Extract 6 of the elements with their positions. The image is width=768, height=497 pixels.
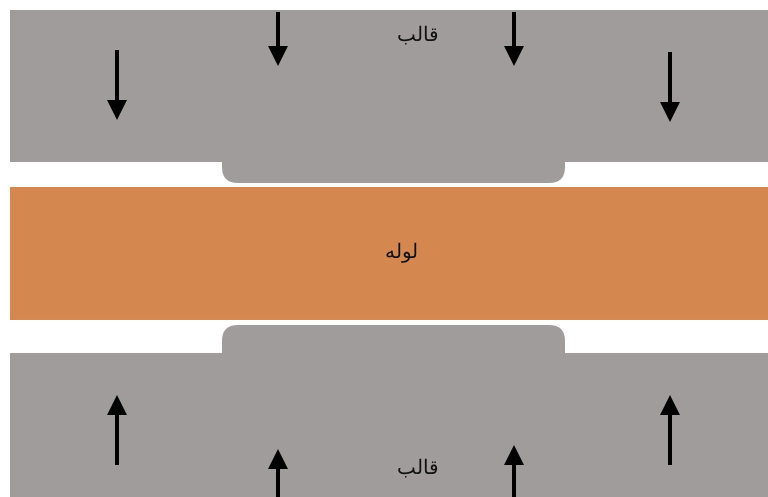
die-label: قالب — [397, 22, 439, 46]
die-block — [10, 325, 768, 497]
tube-band — [10, 187, 768, 320]
die-block — [10, 10, 768, 183]
die-label: قالب — [397, 455, 439, 479]
tube-label: لوله — [385, 239, 418, 263]
